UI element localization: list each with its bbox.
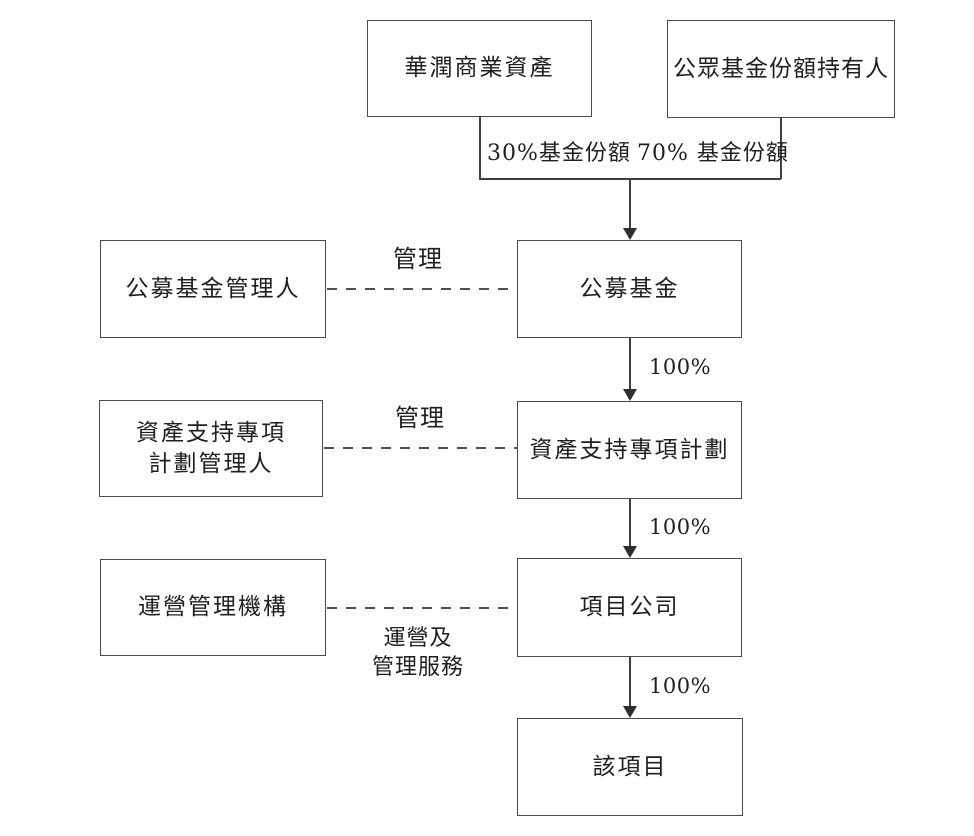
dashed-connector-manage-fund — [327, 288, 517, 290]
box-cr-commercial-assets: 華潤商業資產 — [367, 20, 592, 117]
dashed-connector-ops-services — [327, 607, 517, 609]
label-share-70: 70% 基金份額 — [637, 141, 789, 166]
box-project-company: 項目公司 — [517, 558, 742, 657]
box-public-unit-holders: 公眾基金份額持有人 — [667, 20, 895, 118]
box-the-project: 該項目 — [517, 718, 743, 816]
connector-cr-assets-down — [479, 117, 481, 179]
box-abs-plan-manager: 資產支持專項 計劃管理人 — [99, 400, 323, 497]
arrow-line-co-to-project — [629, 657, 631, 707]
label-ops-services-line2: 管理服務 — [371, 655, 464, 681]
box-cr-commercial-assets-label: 華潤商業資產 — [404, 55, 555, 82]
arrowhead-down-icon — [623, 389, 637, 401]
arrowhead-down-icon — [623, 546, 637, 558]
box-abs-plan-manager-line1: 資產支持專項 — [136, 420, 286, 447]
dashed-connector-manage-abs — [324, 447, 517, 449]
arrow-line-fund-to-abs — [629, 338, 631, 391]
label-pct-co-to-project: 100% — [649, 674, 712, 698]
box-the-project-label: 該項目 — [592, 753, 668, 780]
box-operations-management-org-label: 運營管理機構 — [138, 594, 288, 621]
arrowhead-down-icon — [623, 228, 637, 240]
box-public-unit-holders-label: 公眾基金份額持有人 — [673, 55, 889, 82]
connector-holders-down — [780, 118, 782, 179]
arrow-line-to-public-fund — [629, 178, 631, 231]
label-ops-services: 運營及 管理服務 — [358, 624, 478, 683]
box-public-fund-label: 公募基金 — [579, 275, 680, 302]
box-public-fund-manager: 公募基金管理人 — [100, 240, 326, 338]
label-share-30: 30%基金份額 — [487, 141, 631, 166]
box-operations-management-org: 運營管理機構 — [100, 559, 326, 656]
label-manage-abs: 管理 — [395, 404, 445, 432]
label-ops-services-line1: 運營及 — [383, 626, 453, 651]
box-abs-plan-label: 資產支持專項計劃 — [529, 436, 730, 463]
arrow-line-abs-to-co — [629, 499, 631, 548]
box-public-fund-manager-label: 公募基金管理人 — [125, 275, 301, 302]
box-abs-plan-manager-line2: 計劃管理人 — [148, 450, 274, 477]
label-manage-fund: 管理 — [393, 245, 443, 273]
box-project-company-label: 項目公司 — [579, 594, 680, 621]
label-pct-fund-to-abs: 100% — [649, 355, 712, 379]
box-abs-plan: 資產支持專項計劃 — [517, 401, 742, 499]
box-public-fund: 公募基金 — [517, 240, 742, 338]
label-pct-abs-to-co: 100% — [649, 515, 712, 539]
arrowhead-down-icon — [623, 706, 637, 718]
